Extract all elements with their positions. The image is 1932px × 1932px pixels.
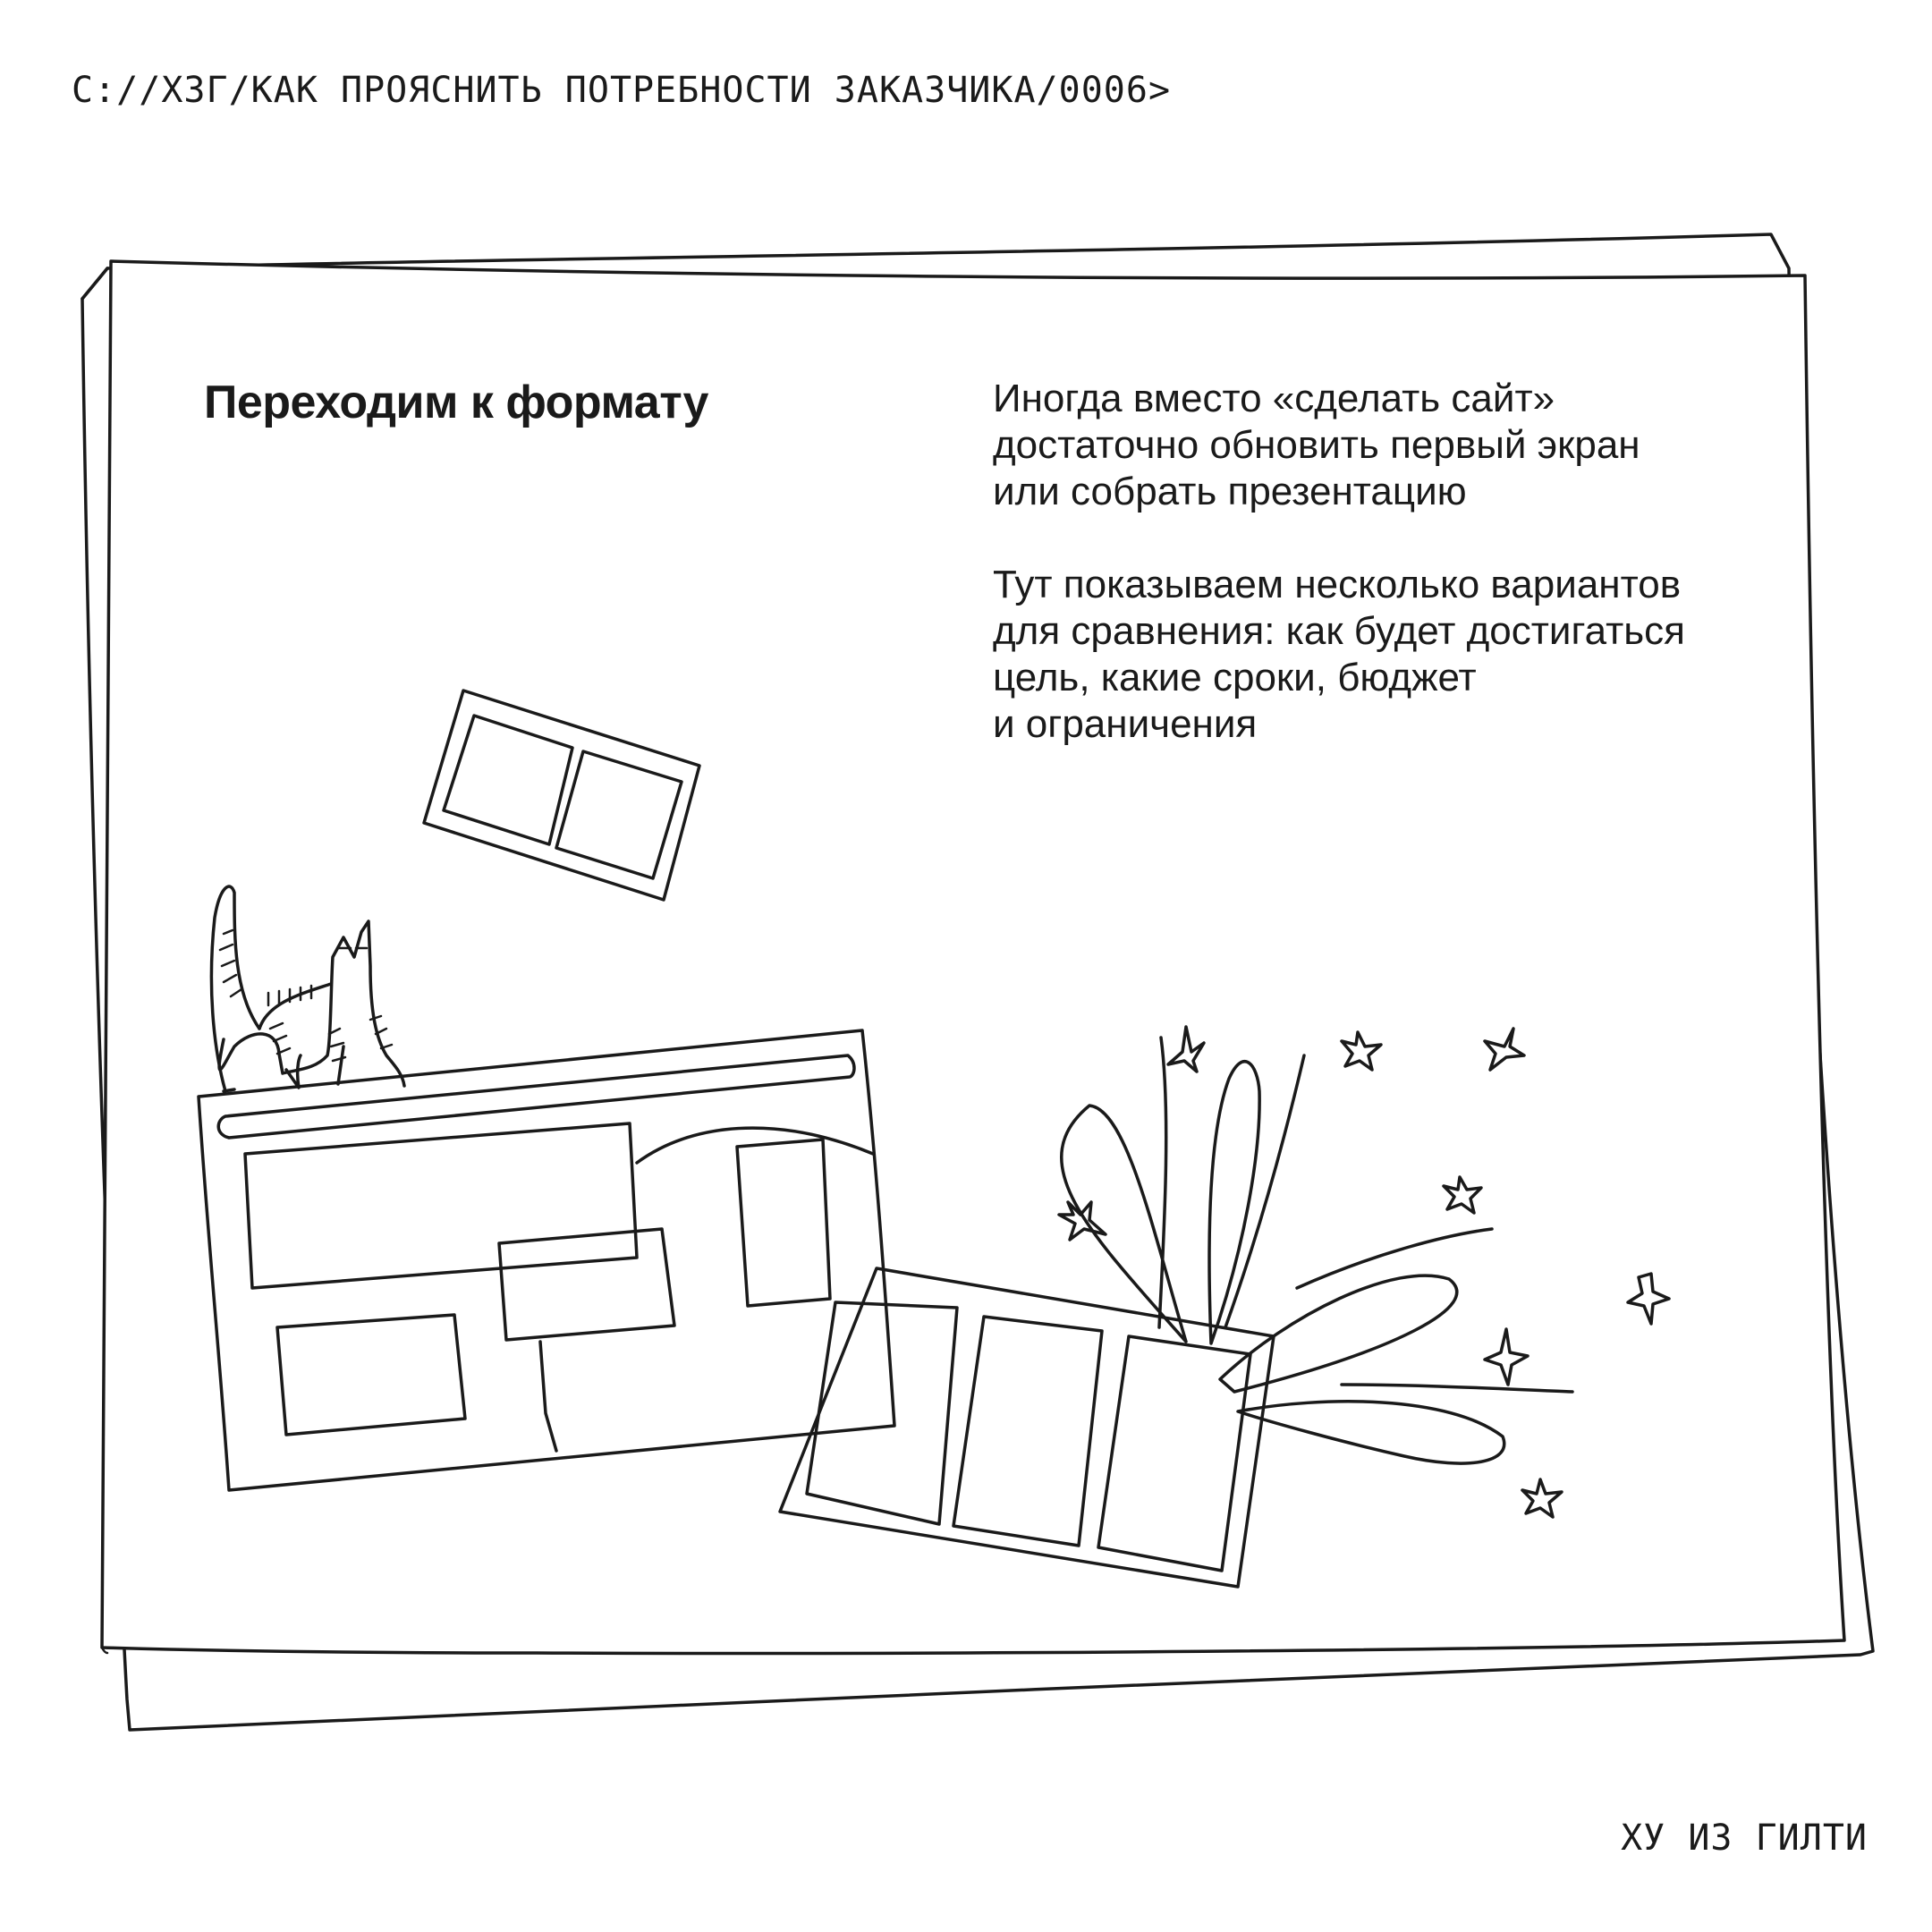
card-title: Переходим к формату — [204, 377, 708, 428]
card-description: Иногда вместо «сделать сайт» достаточно … — [993, 376, 1798, 794]
burst-icon — [1060, 1036, 1574, 1465]
description-paragraph-1: Иногда вместо «сделать сайт» достаточно … — [993, 377, 1640, 513]
slides-sketch-icon — [778, 1267, 1275, 1589]
description-paragraph-2: Тут показываем несколько вариантов для с… — [993, 563, 1685, 746]
breadcrumb-path: C://ХЗГ/КАК ПРОЯСНИТЬ ПОТРЕБНОСТИ ЗАКАЗЧ… — [72, 70, 1172, 111]
paper-front-icon — [100, 259, 1846, 1656]
website-sketch-icon — [197, 1029, 896, 1492]
cat-icon — [209, 885, 406, 1093]
window-sketch-icon — [422, 689, 701, 902]
sparkle-icon — [1057, 1025, 1671, 1519]
author-signature: ХУ ИЗ ГИЛТИ — [1621, 1818, 1868, 1859]
